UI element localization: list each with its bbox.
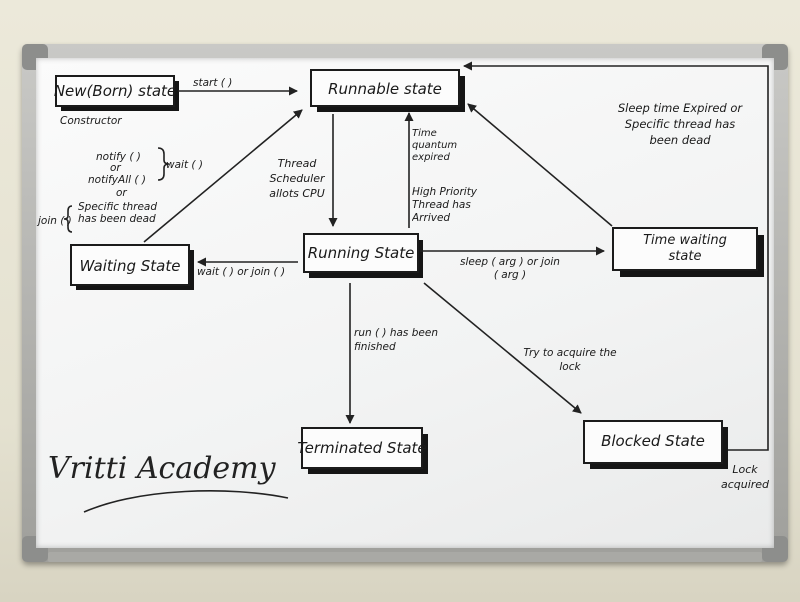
- specific-thread-label: Specific thread: [78, 201, 157, 213]
- join-brace: [63, 205, 73, 233]
- start-label: start ( ): [193, 77, 232, 89]
- scheduler-label: Thread Scheduler allots CPU: [269, 157, 325, 200]
- state-blocked: Blocked State: [583, 420, 728, 469]
- arrow-timewaiting-to-runnable: [467, 103, 613, 227]
- wait-brace-label: wait ( ): [166, 159, 203, 171]
- arrow-blocked-to-runnable: [463, 61, 769, 451]
- high-priority-label: High Priority Thread has Arrived: [412, 186, 478, 224]
- state-waiting: Waiting State: [70, 244, 194, 290]
- try-lock-label: Try to acquire the lock: [523, 347, 617, 373]
- state-time-waiting: Time waiting state: [612, 227, 764, 277]
- state-time-waiting-label: Time waiting state: [643, 233, 727, 264]
- has-been-dead-label: has been dead: [78, 213, 156, 225]
- notify-brace: [157, 147, 170, 181]
- wait-or-join-label: wait ( ) or join ( ): [196, 266, 286, 278]
- notify-all-label: notifyAll ( ): [88, 174, 146, 186]
- brand-text: Vritti Academy: [48, 451, 277, 486]
- state-runnable-label: Runnable state: [328, 80, 442, 98]
- notify-label: notify ( ): [96, 151, 141, 163]
- state-runnable: Runnable state: [310, 69, 465, 112]
- state-blocked-label: Blocked State: [601, 432, 705, 450]
- state-new-label: New(Born) state: [54, 82, 176, 100]
- state-running-label: Running State: [308, 244, 415, 262]
- or-label-1: or: [110, 162, 121, 174]
- state-terminated: Terminated State: [297, 427, 428, 474]
- state-new: New(Born) state: [54, 75, 179, 111]
- brand-underline: [83, 490, 289, 513]
- constructor-label: Constructor: [60, 115, 122, 127]
- lock-acquired-label: Lock acquired: [720, 463, 770, 491]
- marker-tray: [48, 552, 762, 562]
- state-terminated-label: Terminated State: [297, 439, 426, 457]
- arrow-running-to-blocked: [423, 282, 582, 414]
- or-label-2: or: [116, 187, 127, 199]
- time-quantum-label: Time quantum expired: [412, 128, 458, 163]
- join-label: join ( ): [36, 215, 72, 227]
- state-waiting-label: Waiting State: [80, 257, 181, 275]
- sleep-expired-label: Sleep time Expired or Specific thread ha…: [617, 101, 743, 147]
- state-running: Running State: [303, 233, 423, 278]
- sleep-or-join-label: sleep ( arg ) or join ( arg ): [460, 256, 560, 281]
- run-finished-label: run ( ) has been finished: [354, 327, 438, 353]
- arrow-waiting-to-runnable: [143, 109, 303, 243]
